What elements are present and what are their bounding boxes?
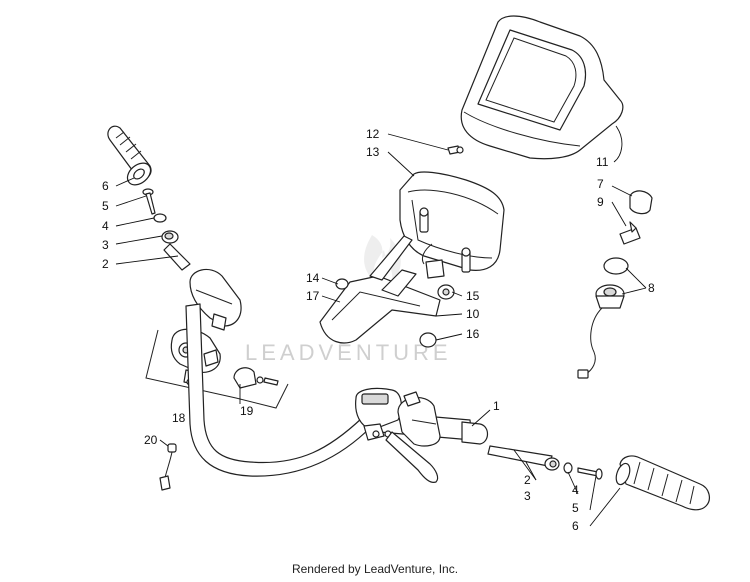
right-bar-end-weight [544, 457, 560, 471]
left-washer [153, 213, 167, 223]
callout-16: 16 [466, 327, 480, 341]
left-grip [107, 125, 152, 186]
callout-4-left: 4 [102, 219, 109, 233]
left-bar-insert [163, 243, 191, 271]
callout-9: 9 [597, 195, 604, 209]
callout-15: 15 [466, 289, 480, 303]
mount-nut-14 [335, 278, 349, 290]
callout-6-left: 6 [102, 179, 109, 193]
right-end-screw [577, 467, 603, 480]
callout-5-right: 5 [572, 501, 579, 515]
callout-7: 7 [597, 177, 604, 191]
key-switch-cap [629, 190, 653, 215]
ignition-switch [577, 284, 625, 379]
callout-3-left: 3 [102, 238, 109, 252]
callout-12: 12 [366, 127, 380, 141]
callout-14: 14 [306, 271, 320, 285]
watermark-text: LEADVENTURE [245, 340, 452, 365]
callout-11: 11 [596, 155, 609, 169]
callout-5-left: 5 [102, 199, 109, 213]
callout-10: 10 [466, 307, 480, 321]
callout-13: 13 [366, 145, 380, 159]
instrument-pod [399, 171, 505, 279]
left-end-screw [142, 188, 156, 215]
watermark-logo [364, 235, 401, 282]
left-bar-end-weight [161, 230, 179, 244]
right-washer [563, 462, 573, 474]
callout-6-right: 6 [572, 519, 579, 533]
right-bar-insert [487, 445, 553, 467]
ignition-key [619, 221, 641, 245]
instrument-cover [460, 15, 624, 160]
right-bar-end-sleeve [461, 421, 489, 445]
assembly-bracket-18 [145, 329, 289, 409]
switch-ring-nut [603, 257, 629, 275]
callout-2-right: 2 [524, 473, 531, 487]
callout-19: 19 [240, 404, 254, 418]
leader-lines [115, 125, 647, 527]
clamp-19 [233, 367, 279, 389]
callout-1: 1 [493, 399, 500, 413]
callout-8: 8 [648, 281, 655, 295]
brake-lever [385, 431, 439, 483]
mount-bracket [319, 235, 441, 344]
callout-labels: 6 5 4 3 2 1 2 3 4 5 6 7 9 8 11 12 13 14 … [102, 127, 655, 533]
render-credit-caption: Rendered by LeadVenture, Inc. [291, 562, 459, 576]
grommet-15 [437, 284, 455, 300]
left-switch-housing [189, 268, 242, 331]
washer-16 [419, 332, 437, 348]
callout-4-right: 4 [572, 483, 579, 497]
callout-18: 18 [172, 411, 186, 425]
callout-17: 17 [306, 289, 320, 303]
cover-screw [447, 145, 464, 155]
callout-2-left: 2 [102, 257, 109, 271]
right-switch-housing [397, 391, 441, 447]
callout-20: 20 [144, 433, 158, 447]
cable-20 [159, 443, 177, 491]
callout-3-right: 3 [524, 489, 531, 503]
right-grip [615, 455, 710, 511]
